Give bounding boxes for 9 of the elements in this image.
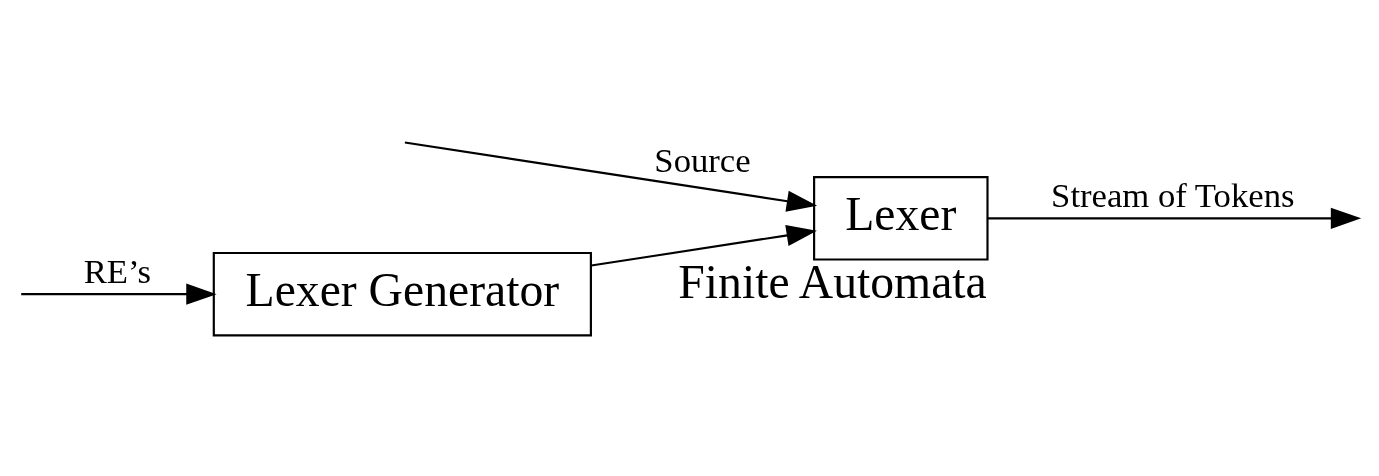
arrow [591, 224, 817, 267]
edge-label: Source [654, 140, 751, 179]
node-box: Lexer Generator [212, 251, 592, 336]
edge-label: Stream of Tokens [1051, 175, 1295, 214]
arrow [404, 140, 818, 212]
edge-label: RE’s [83, 251, 152, 290]
node-box: Lexer [813, 175, 989, 261]
arrow [987, 207, 1362, 229]
arrow [21, 283, 217, 305]
